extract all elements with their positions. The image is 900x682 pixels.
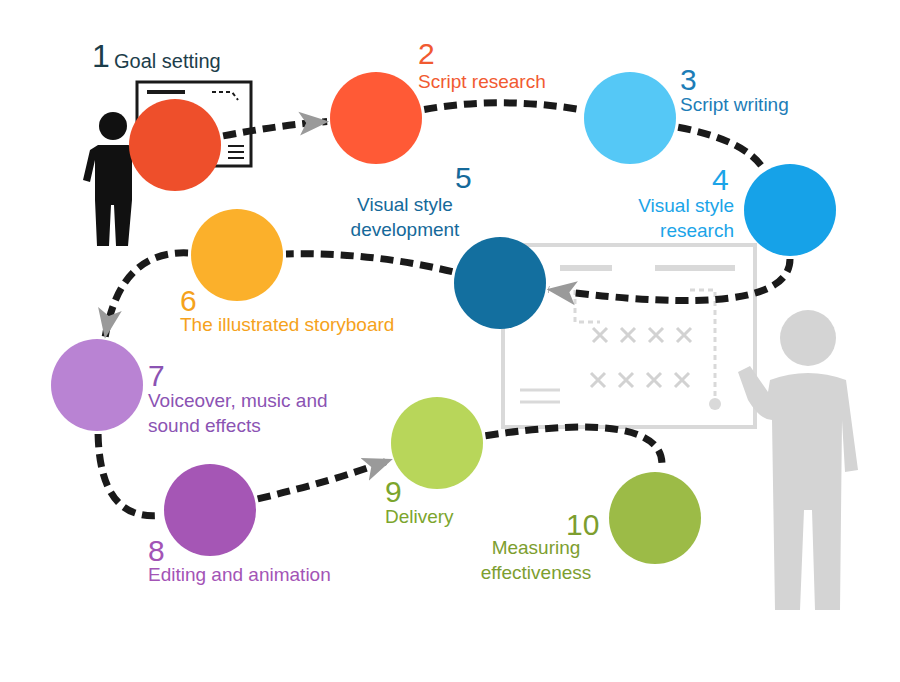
circle-shape: [191, 209, 283, 301]
dashed-connector: [549, 259, 790, 301]
circle-fill: [129, 99, 221, 191]
circle-fill: [454, 237, 546, 329]
step-circle: 5Visual style development: [454, 237, 546, 329]
cross-mark: [593, 328, 607, 342]
step-circle: 1Goal setting: [129, 99, 221, 191]
faded-person: [738, 310, 858, 610]
circle-shape: [609, 472, 701, 564]
step-circle: 2Script research: [330, 72, 422, 164]
cross-mark: [649, 328, 663, 342]
cross-mark: [591, 373, 605, 387]
dashed-connector: [98, 434, 161, 516]
circle-shape: [330, 72, 422, 164]
dashed-connector: [485, 427, 662, 469]
step-circle: 9Delivery: [391, 397, 483, 489]
dashed-connector: [286, 254, 452, 272]
step-label: Script research: [418, 70, 546, 95]
dashed-connector: [424, 103, 581, 110]
cross-mark: [675, 373, 689, 387]
cross-mark: [621, 328, 635, 342]
circle-shape: [584, 72, 676, 164]
step-circle: 6The illustrated storyboard: [191, 209, 283, 301]
step-label: The illustrated storyboard: [180, 313, 394, 338]
step-number: 9: [385, 472, 402, 511]
circle-fill: [744, 164, 836, 256]
step-number: 4: [712, 160, 729, 199]
step-number: 5: [455, 158, 472, 197]
circle-shape: [51, 339, 143, 431]
circle-fill: [391, 397, 483, 489]
step-number: 1: [92, 36, 110, 78]
cross-mark: [677, 328, 691, 342]
dashed-connector: [223, 122, 327, 136]
step-number: 3: [680, 60, 697, 99]
circle-fill: [330, 72, 422, 164]
step-label: Goal setting: [114, 48, 221, 74]
circle-shape: [454, 237, 546, 329]
dashed-connector: [678, 127, 763, 169]
step-label: Visual style development: [330, 193, 480, 242]
step-number: 2: [418, 34, 435, 73]
step-circle: 3Script writing: [584, 72, 676, 164]
step-circle: 10Measuring effectiveness: [609, 472, 701, 564]
circle-shape: [129, 99, 221, 191]
dashed-connector: [105, 253, 188, 337]
step-label: Editing and animation: [148, 563, 331, 588]
cross-mark: [647, 373, 661, 387]
step-number: 7: [148, 356, 165, 395]
circle-fill: [164, 464, 256, 556]
faded-crosses: [591, 328, 691, 387]
circle-shape: [744, 164, 836, 256]
step-label: Voiceover, music and sound effects: [148, 389, 343, 438]
dashed-connector: [258, 460, 391, 499]
circle-fill: [191, 209, 283, 301]
step-circle: 7Voiceover, music and sound effects: [51, 339, 143, 431]
circle-fill: [584, 72, 676, 164]
step-label: Script writing: [680, 93, 789, 118]
circle-shape: [164, 464, 256, 556]
circle-fill: [609, 472, 701, 564]
step-label: Measuring effectiveness: [466, 536, 606, 585]
step-label: Visual style research: [598, 194, 734, 243]
circle-shape: [391, 397, 483, 489]
step-label: Delivery: [385, 505, 454, 530]
step-circle: 8Editing and animation: [164, 464, 256, 556]
circle-fill: [51, 339, 143, 431]
step-circle: 4Visual style research: [744, 164, 836, 256]
cross-mark: [619, 373, 633, 387]
